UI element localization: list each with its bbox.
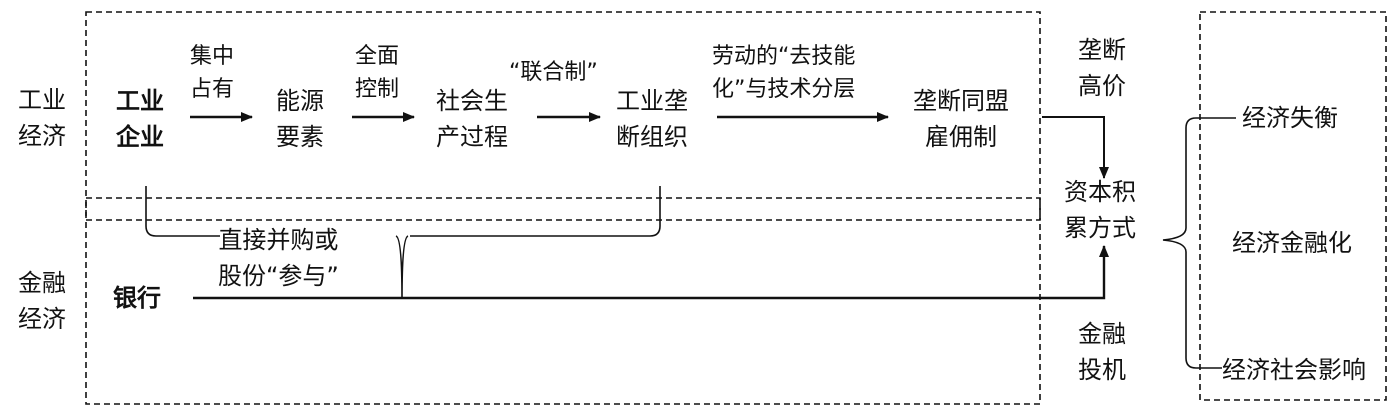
section-financial-economy: 金融 经济	[18, 269, 66, 333]
label-combination: “联合制”	[509, 60, 598, 85]
merger-connector	[395, 235, 409, 299]
label-control: 全面 控制	[355, 44, 400, 102]
outcome-imbalance: 经济失衡	[1242, 104, 1338, 132]
node-capital-accumulation: 资本积 累方式	[1064, 178, 1136, 242]
arrow-monopoly-price	[1042, 116, 1109, 179]
node-industrial-enterprise: 工业 企业	[116, 87, 164, 151]
outcome-financialization: 经济金融化	[1232, 229, 1352, 257]
node-monopoly-org: 工业垄 断组织	[616, 87, 688, 151]
node-bank: 银行	[113, 284, 161, 312]
outcome-box	[1199, 11, 1387, 401]
node-social-production: 社会生 产过程	[436, 87, 508, 151]
merger-bracket	[145, 186, 220, 237]
merger-bracket-right	[410, 186, 661, 237]
section-industrial-economy: 工业 经济	[18, 86, 66, 150]
outcome-social-impact: 经济社会影响	[1222, 356, 1366, 384]
label-speculation: 金融 投机	[1078, 320, 1126, 384]
outcome-brace	[1162, 117, 1236, 369]
label-deskill: 劳动的“去技能 化”与技术分层	[712, 44, 856, 102]
industrial-economy-box	[85, 11, 1041, 221]
label-merger: 直接并购或 股份“参与”	[218, 226, 339, 290]
arrow-speculation	[193, 245, 1109, 300]
node-monopoly-alliance: 垄断同盟 雇佣制	[913, 87, 1009, 151]
label-concentrate: 集中 占有	[190, 44, 235, 102]
node-energy: 能源 要素	[276, 87, 324, 151]
label-monopoly-price: 垄断 高价	[1078, 36, 1126, 100]
